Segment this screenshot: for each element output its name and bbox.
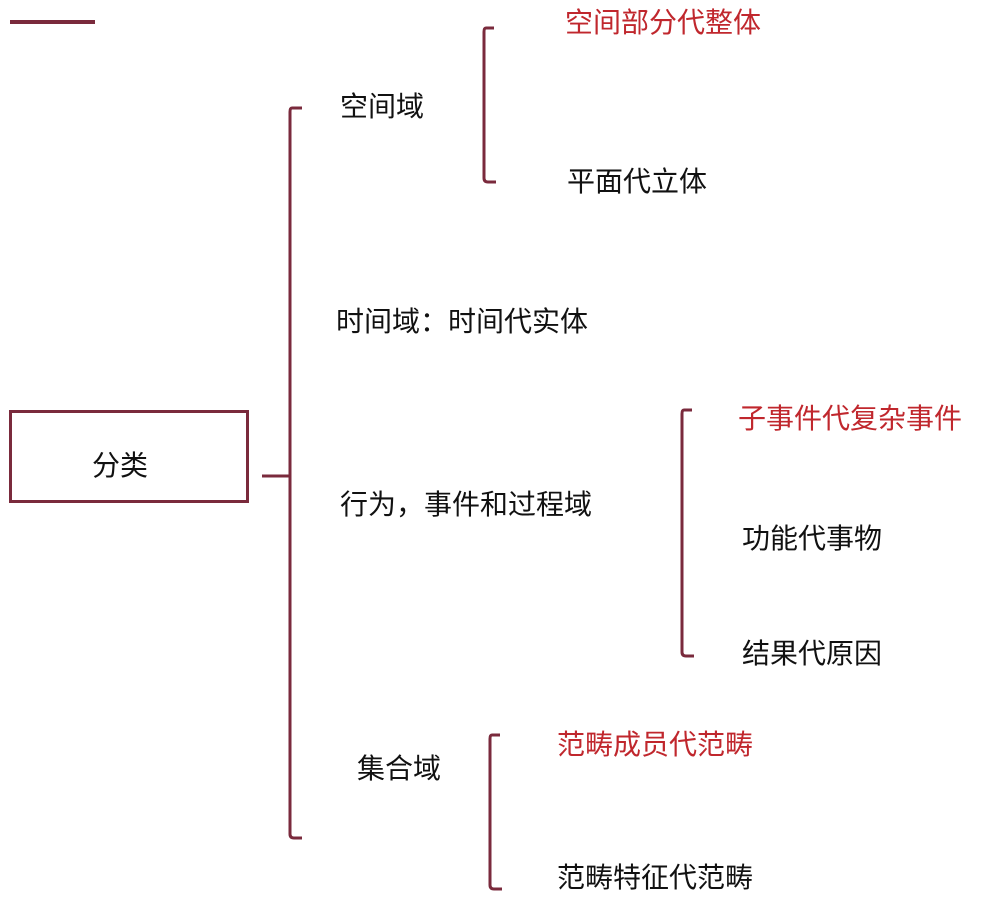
- set-bracket: [488, 733, 502, 891]
- set-domain-label: 集合域: [357, 752, 442, 785]
- main-bracket: [288, 106, 302, 840]
- event-domain-label: 行为，事件和过程域: [340, 488, 593, 521]
- space-bracket: [482, 26, 496, 184]
- set-child-2: 范畴特征代范畴: [557, 861, 754, 894]
- space-child-2: 平面代立体: [567, 165, 708, 198]
- time-domain-label: 时间域：时间代实体: [336, 305, 589, 338]
- set-child-1: 范畴成员代范畴: [557, 728, 754, 761]
- event-child-3: 结果代原因: [742, 637, 883, 670]
- event-child-1: 子事件代复杂事件: [738, 402, 963, 435]
- event-child-2: 功能代事物: [742, 522, 883, 555]
- space-domain-label: 空间域: [340, 90, 425, 123]
- event-bracket: [680, 408, 694, 658]
- root-node-box: [9, 410, 249, 503]
- space-child-1: 空间部分代整体: [565, 6, 762, 39]
- root-node-label: 分类: [92, 449, 149, 482]
